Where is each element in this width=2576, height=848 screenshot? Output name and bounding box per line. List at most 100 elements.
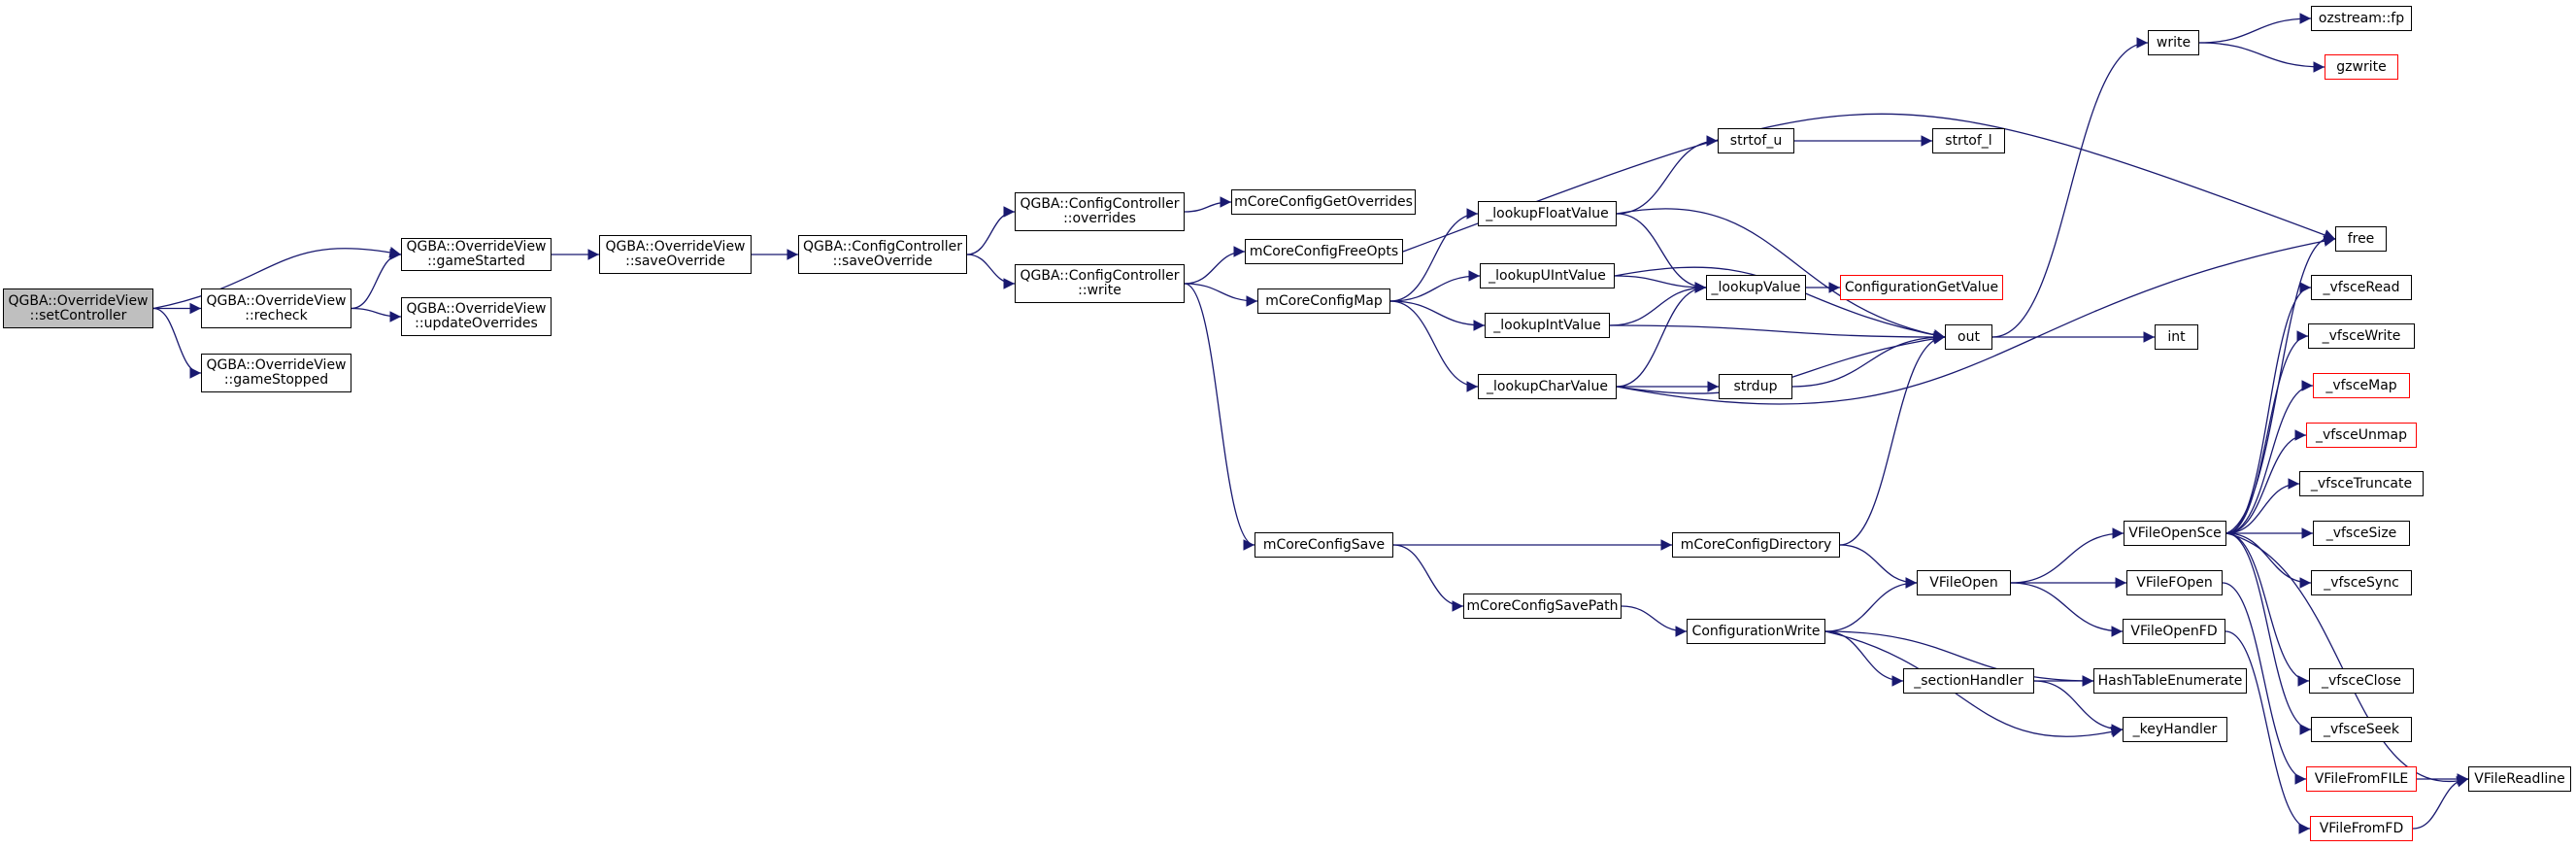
edge-mCoreConfigMap-to-lookupUIntValue bbox=[1389, 270, 1481, 302]
node-label: _vfsceSeek bbox=[2323, 721, 2400, 737]
node-saveOverrideCC[interactable]: QGBA::ConfigController::saveOverride bbox=[798, 235, 967, 274]
node-VFileReadline[interactable]: VFileReadline bbox=[2468, 766, 2571, 792]
node-writeCC[interactable]: QGBA::ConfigController::write bbox=[1015, 264, 1185, 303]
node-strdup[interactable]: strdup bbox=[1719, 374, 1792, 399]
node-label: _lookupUIntValue bbox=[1489, 267, 1606, 284]
node-ozstream[interactable]: ozstream::fp bbox=[2311, 6, 2412, 31]
node-label: mCoreConfigFreeOpts bbox=[1249, 243, 1399, 259]
node-label: strdup bbox=[1733, 378, 1778, 394]
node-label: ::updateOverrides bbox=[415, 316, 538, 331]
node-saveOverrideOV[interactable]: QGBA::OverrideView::saveOverride bbox=[599, 235, 752, 274]
edge-lookupUIntValue-to-lookupValue bbox=[1614, 275, 1707, 293]
node-label: _keyHandler bbox=[2132, 721, 2218, 737]
node-ConfigurationWrite[interactable]: ConfigurationWrite bbox=[1687, 619, 1825, 644]
node-lookupUIntValue[interactable]: _lookupUIntValue bbox=[1480, 263, 1615, 288]
edge-lookupIntValue-to-lookupValue bbox=[1609, 282, 1707, 326]
node-HashTableEnumerate[interactable]: HashTableEnumerate bbox=[2093, 668, 2247, 694]
edge-VFileOpen-to-VFileOpenSce bbox=[2010, 527, 2124, 584]
node-lookupValue[interactable]: _lookupValue bbox=[1706, 275, 1806, 300]
node-lookupFloatValue[interactable]: _lookupFloatValue bbox=[1478, 201, 1617, 226]
node-strtof_u[interactable]: strtof_u bbox=[1718, 128, 1794, 153]
edge-mCoreConfigMap-to-lookupIntValue bbox=[1389, 300, 1486, 331]
node-label: QGBA::OverrideView bbox=[406, 239, 547, 254]
node-VFileFromFD[interactable]: VFileFromFD bbox=[2310, 816, 2413, 841]
node-label: free bbox=[2347, 230, 2375, 247]
node-free[interactable]: free bbox=[2335, 226, 2387, 252]
edge-recheck-to-gameStarted bbox=[351, 249, 402, 310]
node-label: gzwrite bbox=[2336, 58, 2387, 75]
node-label: strtof_u bbox=[1729, 132, 1783, 149]
node-label: VFileFromFD bbox=[2319, 820, 2404, 836]
node-label: VFileFromFILE bbox=[2314, 770, 2409, 787]
node-recheck[interactable]: QGBA::OverrideView::recheck bbox=[201, 288, 351, 328]
node-label: QGBA::OverrideView bbox=[406, 301, 547, 317]
node-label: ::saveOverride bbox=[832, 254, 933, 269]
node-label: VFileOpenSce bbox=[2128, 525, 2222, 541]
node-keyHandler[interactable]: _keyHandler bbox=[2123, 717, 2227, 742]
node-label: _vfsceWrite bbox=[2322, 327, 2401, 344]
node-label: ConfigurationGetValue bbox=[1844, 279, 1999, 295]
edge-lookupCharValue-to-free bbox=[1616, 235, 2336, 405]
node-ConfigurationGetValue[interactable]: ConfigurationGetValue bbox=[1840, 275, 2003, 300]
node-sectionHandler[interactable]: _sectionHandler bbox=[1903, 668, 2034, 694]
edge-write-to-gzwrite bbox=[2198, 42, 2325, 73]
node-label: _vfsceSync bbox=[2324, 574, 2399, 591]
node-strtof_l[interactable]: strtof_l bbox=[1932, 128, 2005, 153]
node-vfsceUnmap[interactable]: _vfsceUnmap bbox=[2306, 423, 2417, 448]
node-vfsceSize[interactable]: _vfsceSize bbox=[2313, 521, 2410, 546]
edge-writeCC-to-mCoreConfigFreeOpts bbox=[1184, 246, 1246, 285]
edge-VFileOpenSce-to-vfsceRead bbox=[2225, 282, 2312, 534]
node-label: ::setController bbox=[29, 307, 127, 323]
node-mCoreConfigGetOverrides[interactable]: mCoreConfigGetOverrides bbox=[1231, 189, 1416, 215]
edge-mCoreConfigFreeOpts-to-free bbox=[1402, 113, 2336, 253]
node-VFileOpenFD[interactable]: VFileOpenFD bbox=[2123, 619, 2225, 644]
node-vfsceSync[interactable]: _vfsceSync bbox=[2311, 570, 2412, 595]
node-label: QGBA::OverrideView bbox=[8, 292, 149, 309]
node-int[interactable]: int bbox=[2155, 324, 2198, 350]
node-label: ozstream::fp bbox=[2318, 10, 2405, 26]
edge-sectionHandler-to-keyHandler bbox=[2033, 680, 2124, 735]
node-lookupCharValue[interactable]: _lookupCharValue bbox=[1478, 374, 1617, 399]
node-label: _lookupFloatValue bbox=[1486, 205, 1609, 221]
node-mCoreConfigFreeOpts[interactable]: mCoreConfigFreeOpts bbox=[1245, 239, 1403, 264]
node-gzwrite[interactable]: gzwrite bbox=[2325, 54, 2398, 80]
node-mCoreConfigMap[interactable]: mCoreConfigMap bbox=[1257, 288, 1390, 314]
node-vfsceSeek[interactable]: _vfsceSeek bbox=[2311, 717, 2412, 742]
node-label: _vfsceTruncate bbox=[2310, 475, 2413, 492]
node-setController: QGBA::OverrideView::setController bbox=[3, 288, 153, 328]
node-gameStarted[interactable]: QGBA::OverrideView::gameStarted bbox=[401, 238, 552, 271]
node-gameStopped[interactable]: QGBA::OverrideView::gameStopped bbox=[201, 354, 351, 392]
node-label: QGBA::ConfigController bbox=[1020, 268, 1180, 284]
node-VFileOpen[interactable]: VFileOpen bbox=[1917, 570, 2011, 595]
edge-VFileOpenSce-to-vfsceSync bbox=[2225, 532, 2312, 589]
node-label: QGBA::OverrideView bbox=[206, 292, 347, 309]
node-write[interactable]: write bbox=[2148, 30, 2199, 55]
node-label: QGBA::OverrideView bbox=[206, 357, 347, 373]
node-vfsceRead[interactable]: _vfsceRead bbox=[2311, 275, 2412, 300]
node-lookupIntValue[interactable]: _lookupIntValue bbox=[1485, 313, 1610, 338]
edge-lookupIntValue-to-out bbox=[1609, 324, 1946, 343]
node-mCoreConfigDirectory[interactable]: mCoreConfigDirectory bbox=[1672, 532, 1840, 558]
node-mCoreConfigSavePath[interactable]: mCoreConfigSavePath bbox=[1463, 594, 1622, 619]
node-updateOverrides[interactable]: QGBA::OverrideView::updateOverrides bbox=[401, 297, 552, 336]
node-label: QGBA::OverrideView bbox=[605, 239, 746, 254]
edge-lookupFloatValue-to-strtof_u bbox=[1616, 135, 1719, 215]
node-vfsceTruncate[interactable]: _vfsceTruncate bbox=[2299, 471, 2424, 496]
node-VFileFOpen[interactable]: VFileFOpen bbox=[2126, 570, 2223, 595]
node-mCoreConfigSave[interactable]: mCoreConfigSave bbox=[1255, 532, 1393, 558]
node-VFileOpenSce[interactable]: VFileOpenSce bbox=[2124, 521, 2226, 546]
node-out[interactable]: out bbox=[1945, 324, 1992, 350]
node-label: VFileOpen bbox=[1929, 574, 1998, 591]
edge-ConfigurationWrite-to-HashTableEnumerate bbox=[1824, 630, 2094, 687]
edge-VFileOpenFD-to-VFileFromFD bbox=[2225, 630, 2311, 834]
node-vfsceMap[interactable]: _vfsceMap bbox=[2313, 373, 2410, 398]
edge-VFileFromFD-to-VFileReadline bbox=[2412, 773, 2469, 830]
node-vfsceClose[interactable]: _vfsceClose bbox=[2309, 668, 2414, 694]
node-VFileFromFILE[interactable]: VFileFromFILE bbox=[2306, 766, 2417, 792]
edge-lookupCharValue-to-lookupValue bbox=[1616, 282, 1707, 388]
edge-ConfigurationWrite-to-sectionHandler bbox=[1824, 630, 1904, 687]
node-vfsceWrite[interactable]: _vfsceWrite bbox=[2308, 323, 2415, 349]
node-overridesCC[interactable]: QGBA::ConfigController::overrides bbox=[1015, 192, 1185, 231]
edge-saveOverrideCC-to-writeCC bbox=[966, 254, 1016, 289]
